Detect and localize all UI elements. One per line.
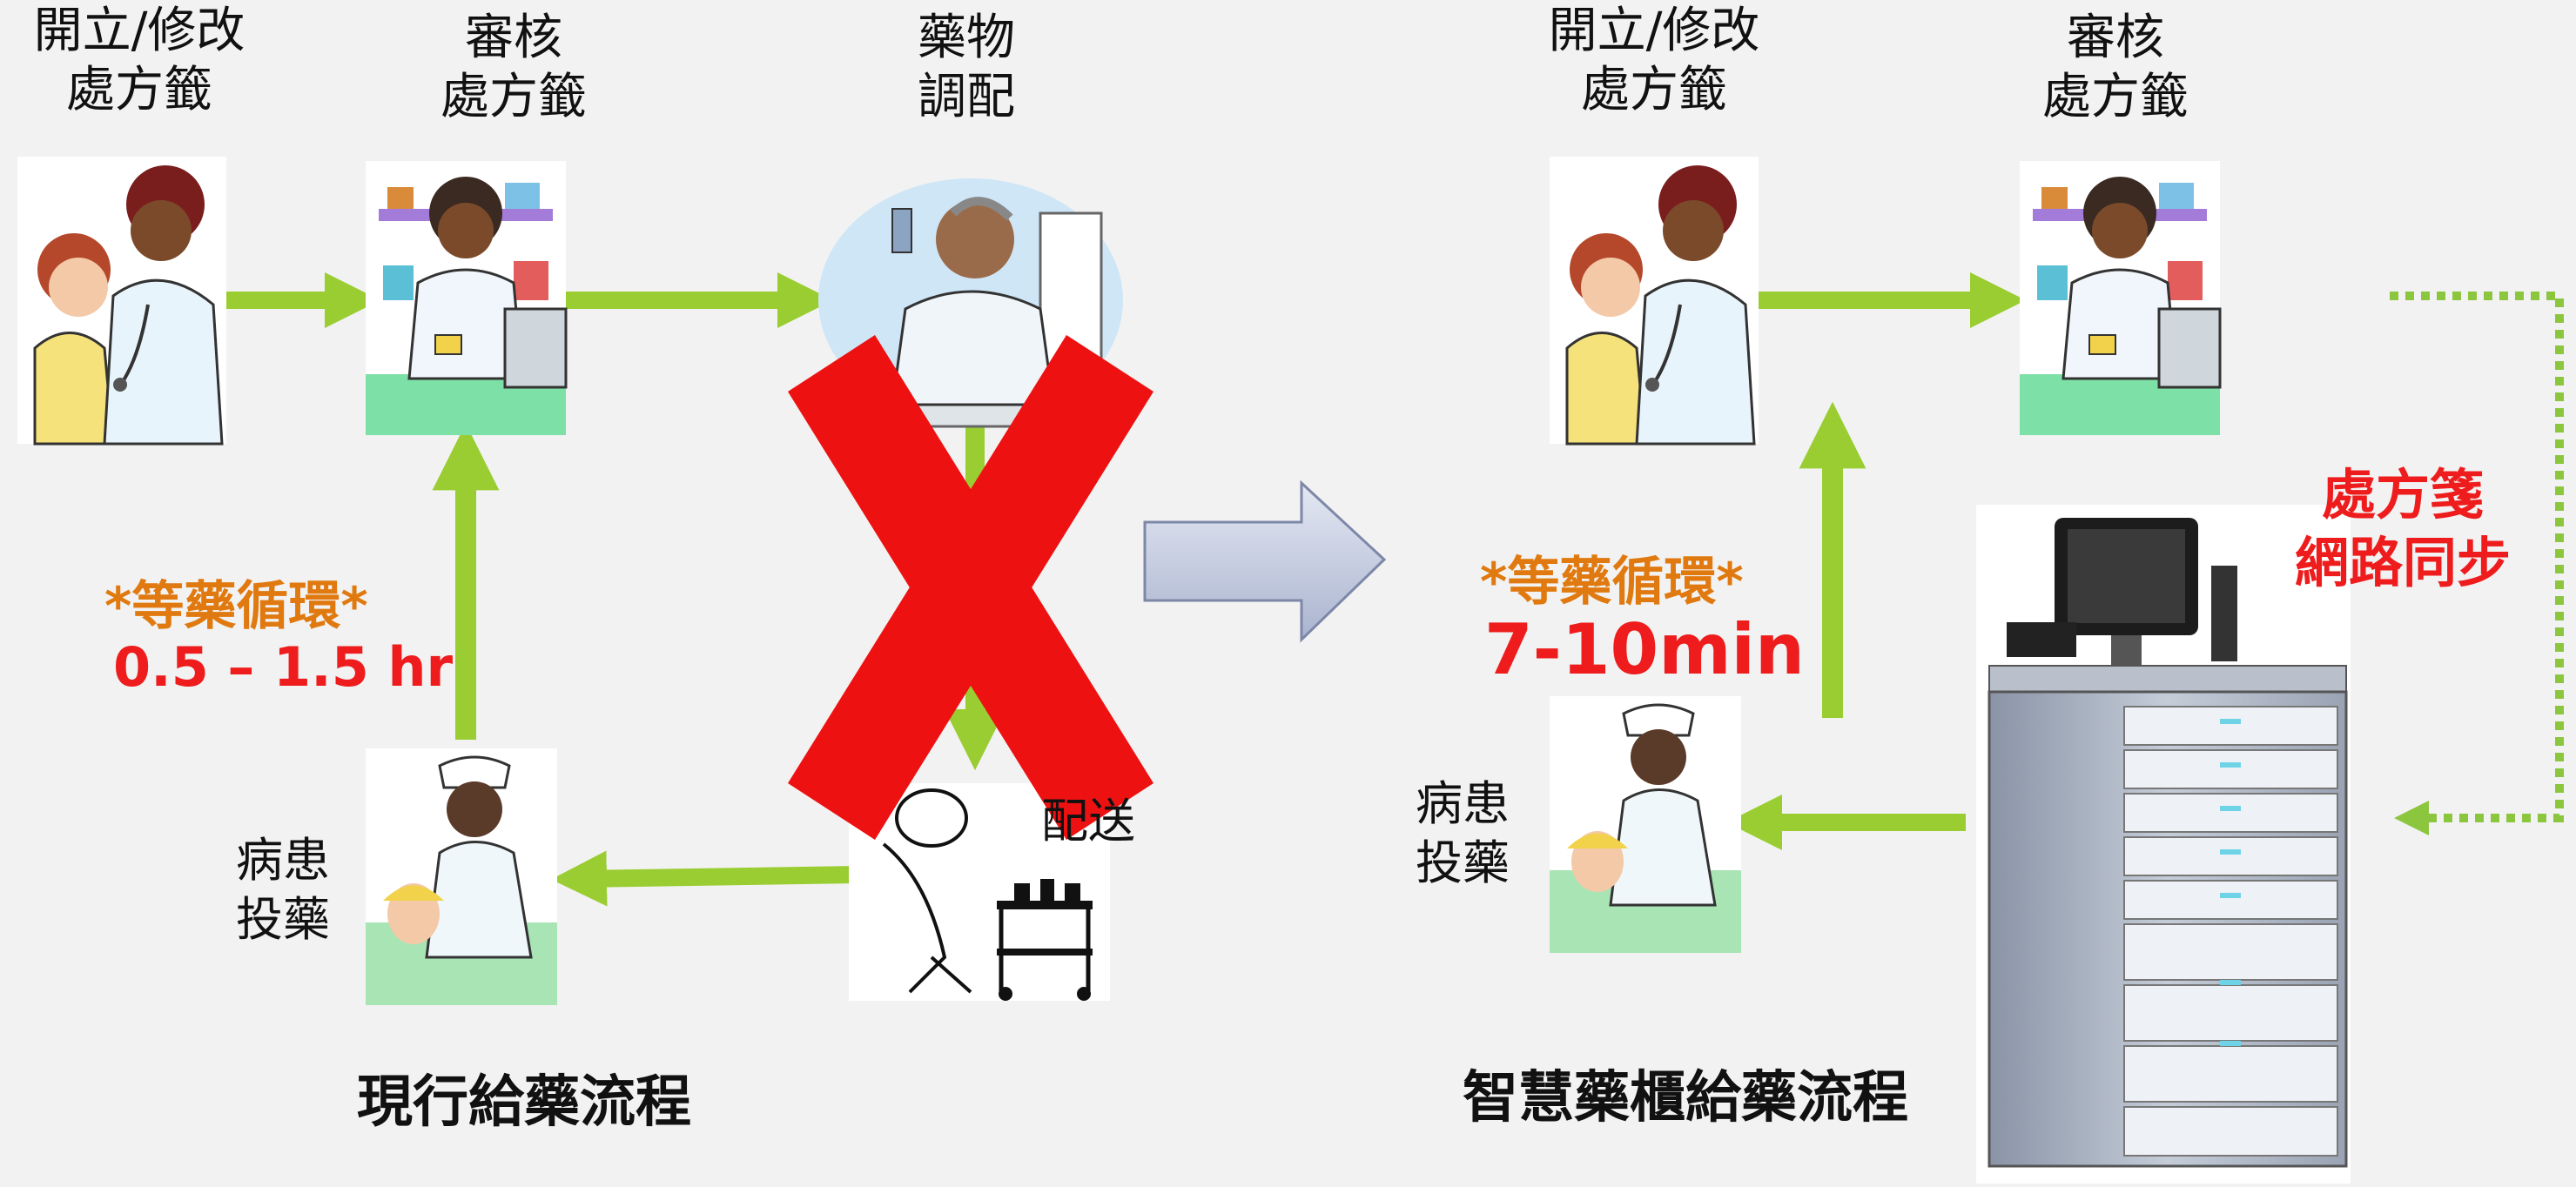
sync-dotted-arrow xyxy=(2390,292,2564,835)
delivery-person-icon xyxy=(849,783,1110,1001)
label-right-administer: 病患 投藥 xyxy=(1416,776,1510,890)
left-cycle-title: *等藥循環* xyxy=(104,576,368,637)
red-x-icon xyxy=(788,335,1153,840)
arrow-deliver-to-administer xyxy=(551,850,858,907)
doctor-patient-icon xyxy=(17,157,226,446)
transition-arrow-icon xyxy=(1143,479,1387,643)
nurse-patient-icon xyxy=(366,748,557,1005)
doctor-patient-icon-right xyxy=(1550,157,1759,446)
label-right-prescribe: 開立/修改 處方籤 xyxy=(1548,3,1760,119)
label-left-deliver: 配送 xyxy=(1041,794,1135,848)
pharmacist-icon xyxy=(366,161,568,435)
label-left-prescribe: 開立/修改 處方籤 xyxy=(33,3,245,119)
nurse-patient-icon-right xyxy=(1550,696,1741,953)
sync-label: 處方箋 網路同步 xyxy=(2294,463,2511,594)
right-flow-caption: 智慧藥櫃給藥流程 xyxy=(1463,1066,1908,1130)
cabinet-drawers xyxy=(2123,706,2338,1157)
smart-cabinet-icon xyxy=(1976,505,2351,1184)
pharmacist-icon-right xyxy=(2020,161,2222,435)
label-left-review: 審核 處方籤 xyxy=(441,10,587,126)
right-flow-arrows xyxy=(1725,272,2564,851)
right-cycle-title: *等藥循環* xyxy=(1480,552,1744,613)
left-flow-caption: 現行給藥流程 xyxy=(357,1070,691,1135)
label-left-dispense: 藥物 調配 xyxy=(918,10,1015,126)
label-right-review: 審核 處方籤 xyxy=(2042,10,2189,126)
right-cycle-time: 7-10min xyxy=(1484,609,1805,690)
left-cycle-time: 0.5 – 1.5 hr xyxy=(113,635,454,699)
label-left-administer: 病患 投藥 xyxy=(236,833,330,947)
